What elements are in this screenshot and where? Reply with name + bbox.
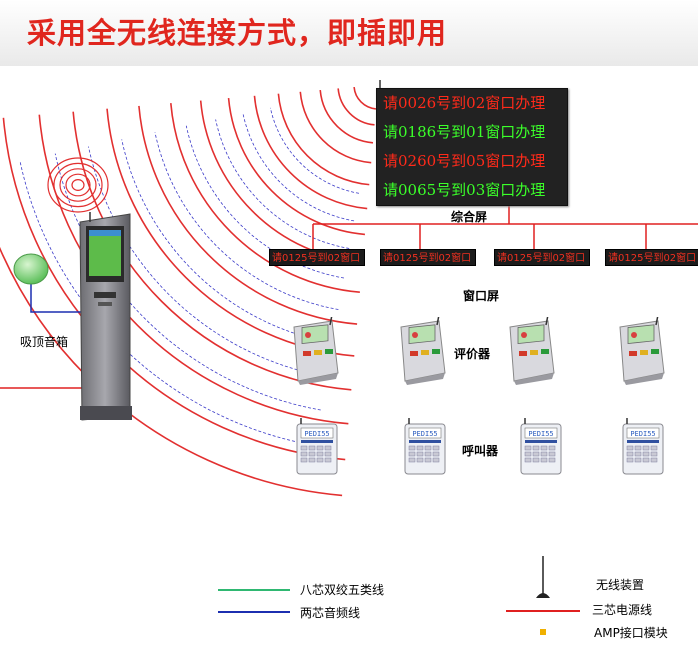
wireless-wave-red-1	[353, 86, 377, 110]
wireless-wave-blue-2	[242, 113, 355, 222]
wireless-wave-red-8	[199, 100, 363, 264]
wireless-wave-blue-3	[215, 119, 350, 249]
legend-amp-swatch	[540, 629, 546, 635]
legend-power-label: 三芯电源线	[592, 603, 653, 617]
wireless-wave-blue-7	[88, 146, 327, 377]
window-screen-2: 请0125号到02窗口	[380, 249, 476, 266]
kiosk-antenna-wave-5	[47, 157, 109, 213]
header-bar: 采用全无线连接方式，即插即用	[0, 0, 698, 66]
wireless-wave-blue-4	[185, 125, 345, 279]
evaluator-device-1	[288, 314, 340, 389]
wireless-wave-red-14	[2, 117, 346, 461]
caller-device-4: PEDI55	[621, 418, 665, 480]
wireless-wave-red-10	[138, 105, 358, 325]
legend-audio-label: 两芯音频线	[300, 606, 361, 620]
audio-line-speaker	[30, 282, 82, 313]
speaker-label: 吸顶音箱	[20, 335, 69, 349]
evaluator-label: 评价器	[454, 347, 491, 361]
evaluator-device-4	[614, 314, 666, 389]
wireless-wave-red-9	[169, 103, 360, 294]
wireless-wave-red-6	[253, 95, 368, 210]
wireless-wave-red-3	[319, 89, 374, 144]
window-screen-1: 请0125号到02窗口	[269, 249, 365, 266]
main-screen-line-4: 请0065号到03窗口办理	[383, 181, 546, 199]
caller-display-text: PEDI55	[412, 430, 437, 438]
caller-display-text: PEDI55	[304, 430, 329, 438]
ceiling-speaker-icon	[13, 253, 49, 285]
window-screen-4: 请0125号到02窗口	[605, 249, 698, 266]
caller-device-3: PEDI55	[519, 418, 563, 480]
kiosk-antenna-wave-4	[53, 162, 103, 208]
legend-amp-label: AMP接口模块	[594, 626, 668, 640]
main-screen-line-3: 请0260号到05窗口办理	[383, 152, 546, 170]
wireless-wave-blue-9	[19, 161, 315, 446]
evaluator-device-2	[395, 314, 447, 389]
kiosk-antenna-wave-2	[65, 173, 91, 197]
caller-device-1: PEDI55	[295, 418, 339, 480]
caller-display-text: PEDI55	[630, 430, 655, 438]
kiosk-antenna-wave-3	[59, 168, 97, 202]
page-title: 采用全无线连接方式，即插即用	[27, 16, 448, 50]
main-display-screen: 请0026号到02窗口办理 请0186号到01窗口办理 请0260号到05窗口办…	[376, 88, 568, 206]
kiosk-screen	[89, 230, 121, 276]
caller-device-2: PEDI55	[403, 418, 447, 480]
main-screen-line-2: 请0186号到01窗口办理	[383, 123, 546, 141]
window-screen-3: 请0125号到02窗口	[494, 249, 590, 266]
legend-cat5-label: 八芯双绞五类线	[300, 583, 385, 597]
wireless-wave-red-12	[72, 111, 352, 391]
wireless-wave-blue-6	[121, 139, 333, 344]
wireless-wave-red-5	[277, 93, 370, 186]
legend-antenna-base	[536, 593, 550, 598]
caller-label: 呼叫器	[462, 444, 499, 458]
wireless-wave-blue-5	[154, 132, 339, 310]
main-screen-caption: 综合屏	[451, 210, 488, 224]
caller-display-text: PEDI55	[528, 430, 553, 438]
main-screen-line-1: 请0026号到02窗口办理	[383, 94, 546, 112]
queue-ticket-kiosk	[79, 212, 132, 421]
kiosk-antenna-wave-1	[71, 179, 85, 192]
legend-wireless-label: 无线装置	[596, 578, 645, 592]
wireless-wave-red-2	[337, 88, 375, 126]
window-screen-caption: 窗口屏	[463, 289, 500, 303]
wireless-wave-red-4	[299, 91, 372, 164]
wireless-wave-blue-1	[270, 107, 359, 194]
wireless-wave-red-13	[38, 114, 349, 425]
wireless-wave-red-7	[227, 98, 365, 236]
evaluator-device-3	[504, 314, 556, 389]
